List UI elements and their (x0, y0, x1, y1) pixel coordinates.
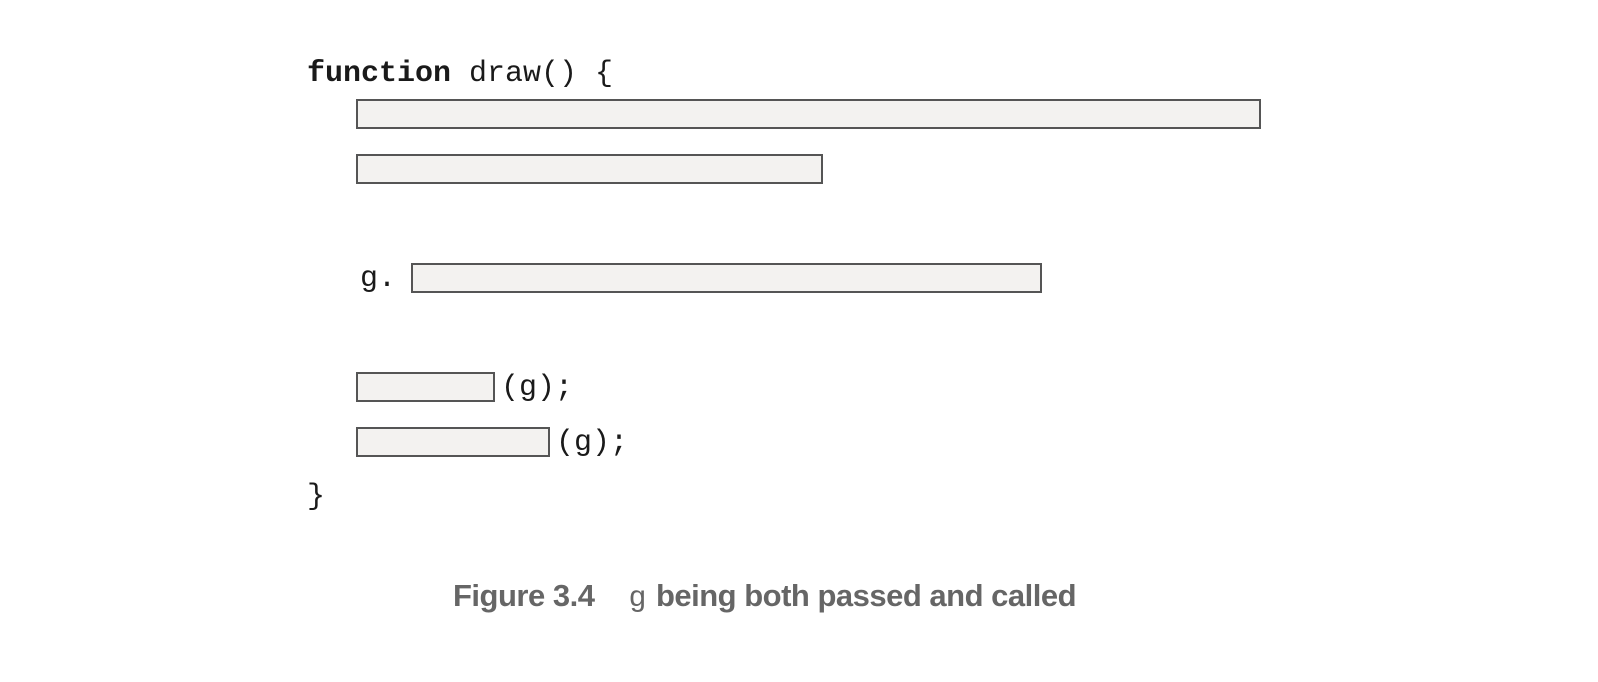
blank-call-1 (356, 372, 495, 402)
blank-line-2 (356, 154, 823, 184)
g-prefix: g. (360, 262, 397, 296)
function-signature: draw() { (451, 57, 614, 91)
figure-caption: Figure 3.4 g being both passed and calle… (453, 578, 1077, 618)
blank-line-1 (356, 99, 1261, 129)
blank-call-2 (356, 427, 550, 457)
caption-text: being both passed and called (655, 578, 1077, 613)
figure-label: Figure 3.4 (453, 578, 595, 613)
caption-code-term: g (628, 582, 646, 616)
blank-line-3 (411, 263, 1042, 293)
function-keyword: function (307, 57, 452, 91)
closing-brace: } (307, 480, 326, 514)
call-1-suffix: (g); (501, 371, 574, 405)
function-header: function draw() { (307, 57, 613, 91)
call-2-suffix: (g); (556, 426, 629, 460)
